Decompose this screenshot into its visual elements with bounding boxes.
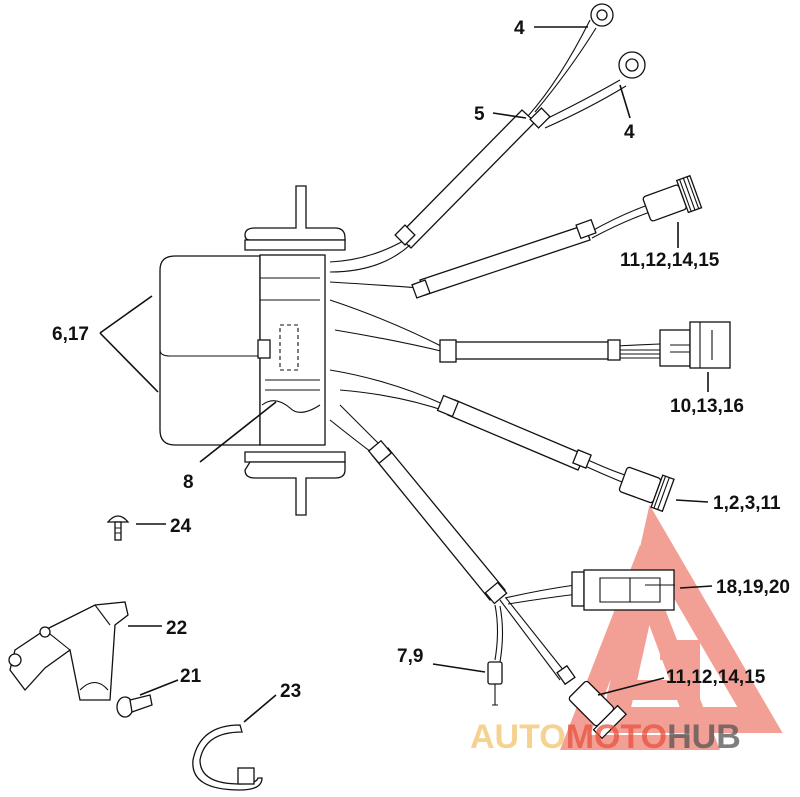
bracket-22-part (8, 601, 129, 701)
callout-connector-upper: 11,12,14,15 (620, 250, 720, 271)
callout-plug-block: 18,19,20 (716, 577, 790, 598)
callout-housing: 6,17 (52, 324, 89, 345)
callout-harness-sleeve: 5 (474, 104, 485, 125)
harness-housing (159, 185, 346, 516)
callout-connector-bottom: 11,12,14,15 (666, 667, 766, 688)
callout-screw-small: 24 (170, 516, 192, 537)
callout-ring-terminal-a: 4 (514, 18, 525, 39)
callout-ring-terminal-b: 4 (624, 122, 635, 143)
callout-connector-middle: 10,13,16 (670, 396, 744, 417)
watermark-text-part-2: MOTO (566, 718, 667, 756)
watermark-text-part-1: AUTO (470, 718, 566, 756)
callout-connector-lower: 1,2,3,11 (713, 493, 781, 514)
upper-connector-branch (329, 174, 703, 299)
callout-screw-bracket: 21 (180, 666, 202, 687)
leader-lines (99, 26, 713, 723)
retainer-clip-23-part (192, 724, 263, 791)
callout-retainer-clip: 23 (280, 681, 301, 702)
screw-24-part (106, 515, 130, 541)
screw-21-part (116, 694, 153, 718)
callout-bullet-terminal: 7,9 (397, 646, 423, 667)
middle-connector-branch (329, 299, 731, 369)
downward-branch (329, 404, 675, 740)
ring-terminal-branch (329, 3, 646, 273)
callout-clip: 8 (183, 472, 194, 493)
lower-connector-branch (329, 369, 675, 513)
watermark-text-part-3: HUB (667, 718, 741, 756)
watermark-text: AUTOMOTOHUB (470, 718, 741, 756)
callout-bracket: 22 (166, 618, 187, 639)
